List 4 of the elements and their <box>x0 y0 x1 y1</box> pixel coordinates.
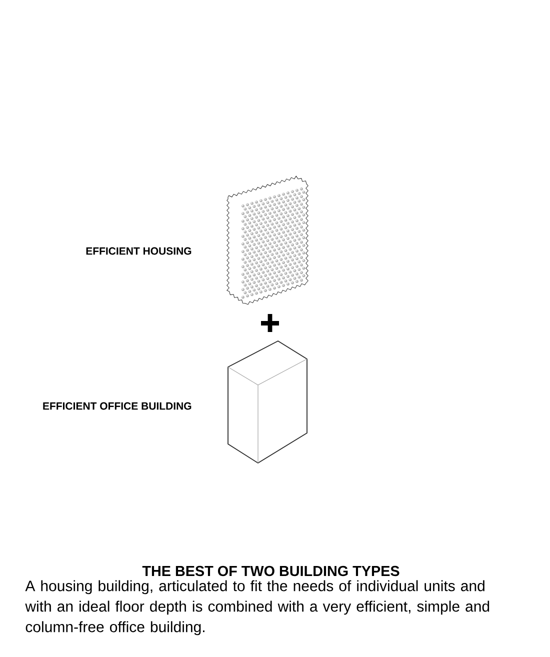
title: THE BEST OF TWO BUILDING TYPES <box>142 566 400 576</box>
label: EFFICIENT HOUSING <box>86 247 192 255</box>
label: EFFICIENT OFFICE BUILDING <box>43 402 192 410</box>
caption: A housing building, articulated to fit the needs of individual units and with an ideal floor depth is combined with a very efficient, simple and column-free office building. <box>25 580 490 636</box>
